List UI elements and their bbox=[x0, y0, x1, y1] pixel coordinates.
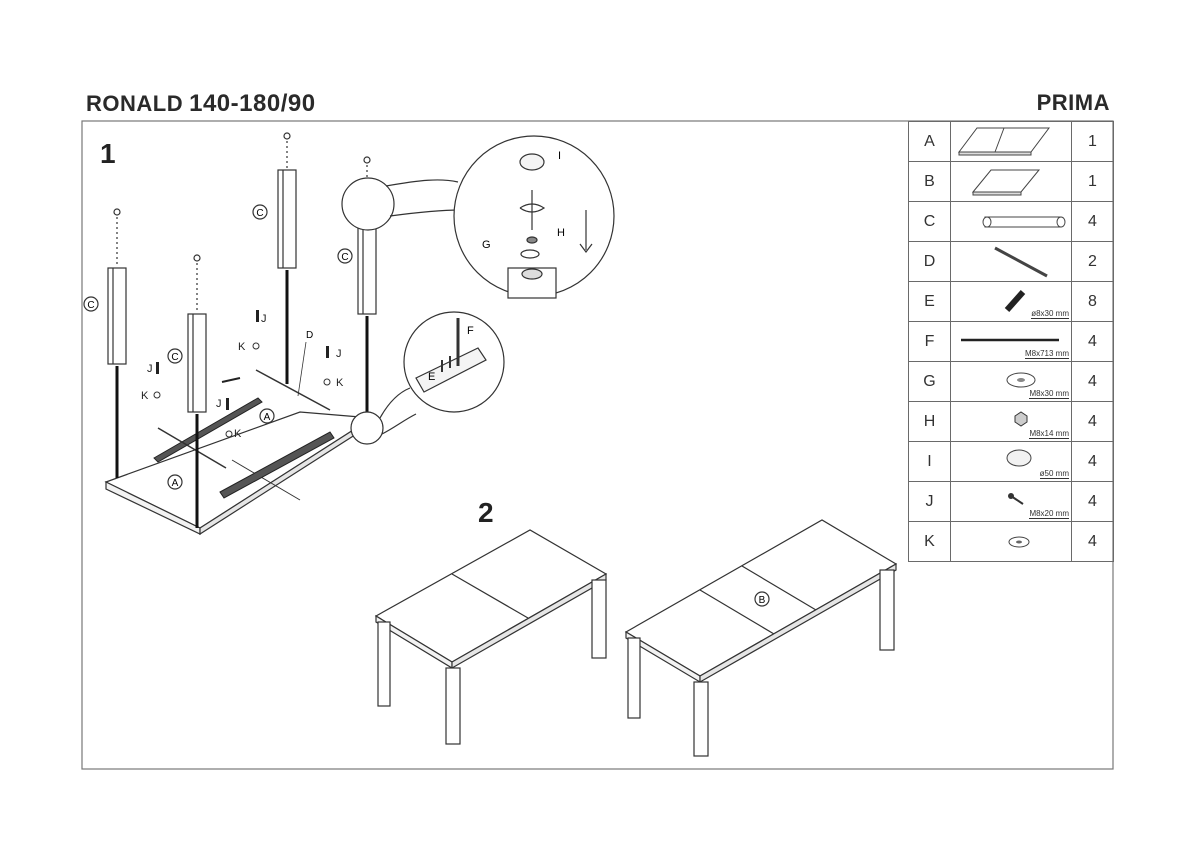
part-quantity: 4 bbox=[1071, 481, 1114, 522]
detail-label-e: E bbox=[428, 371, 435, 383]
callout-j-4: J bbox=[216, 398, 222, 410]
part-quantity: 4 bbox=[1071, 441, 1114, 482]
callout-b: B bbox=[759, 595, 766, 606]
fasteners-j-k: J J J J K K K K bbox=[141, 310, 344, 440]
detail-leg-base bbox=[350, 311, 505, 445]
part-quantity: 4 bbox=[1071, 361, 1114, 402]
leg-group bbox=[107, 132, 377, 528]
callout-k-1: K bbox=[141, 390, 149, 402]
model-dimensions: 140-180/90 bbox=[189, 90, 316, 117]
part-letter: A bbox=[908, 121, 951, 162]
part-quantity: 1 bbox=[1071, 121, 1114, 162]
part-picture: M8x713 mm bbox=[950, 321, 1072, 362]
model-name: RONALD bbox=[86, 91, 184, 116]
part-quantity: 8 bbox=[1071, 281, 1114, 322]
callout-c-3: C bbox=[256, 208, 263, 219]
part-letter: F bbox=[908, 321, 951, 362]
callout-c-2: C bbox=[171, 352, 178, 363]
part-spec: ø50 mm bbox=[1039, 469, 1069, 479]
callout-c-1: C bbox=[87, 300, 94, 311]
part-quantity: 2 bbox=[1071, 241, 1114, 282]
tabletop-callouts: A A bbox=[167, 408, 275, 490]
callout-a-2: A bbox=[264, 412, 271, 423]
part-spec: ø8x30 mm bbox=[1031, 309, 1069, 319]
callout-j-1: J bbox=[147, 363, 153, 375]
callout-a-1: A bbox=[172, 478, 179, 489]
part-picture bbox=[950, 121, 1072, 162]
part-spec: M8x713 mm bbox=[1024, 349, 1069, 359]
part-spec: M8x30 mm bbox=[1029, 389, 1069, 399]
part-quantity: 4 bbox=[1071, 321, 1114, 362]
slide-rails bbox=[153, 369, 335, 499]
part-letter: H bbox=[908, 401, 951, 442]
detail-leg-top bbox=[341, 135, 615, 299]
part-quantity: 4 bbox=[1071, 401, 1114, 442]
part-letter: D bbox=[908, 241, 951, 282]
part-letter: B bbox=[908, 161, 951, 202]
step-1-number: 1 bbox=[100, 138, 116, 169]
part-letter: K bbox=[908, 521, 951, 562]
tabletop-underside bbox=[104, 411, 374, 536]
part-quantity: 4 bbox=[1071, 521, 1114, 562]
table-closed bbox=[374, 529, 608, 745]
part-picture bbox=[950, 161, 1072, 202]
part-spec: M8x20 mm bbox=[1029, 509, 1069, 519]
leg-callouts: C C C C bbox=[83, 204, 353, 364]
callout-c-4: C bbox=[341, 252, 348, 263]
part-picture: M8x30 mm bbox=[950, 361, 1072, 402]
callout-k-2: K bbox=[238, 341, 246, 353]
part-letter: I bbox=[908, 441, 951, 482]
part-picture bbox=[950, 241, 1072, 282]
callout-d: D bbox=[306, 330, 313, 341]
brand-name: PRIMA bbox=[1036, 90, 1110, 115]
part-letter: G bbox=[908, 361, 951, 402]
callout-j-3: J bbox=[336, 348, 342, 360]
part-spec: M8x14 mm bbox=[1029, 429, 1069, 439]
detail-label-i: I bbox=[558, 150, 561, 162]
table-extended bbox=[624, 519, 898, 757]
part-picture: M8x20 mm bbox=[950, 481, 1072, 522]
part-quantity: 4 bbox=[1071, 201, 1114, 242]
part-quantity: 1 bbox=[1071, 161, 1114, 202]
part-picture: ø8x30 mm bbox=[950, 281, 1072, 322]
detail-label-g: G bbox=[482, 239, 491, 251]
part-letter: E bbox=[908, 281, 951, 322]
part-picture bbox=[950, 201, 1072, 242]
callout-k-4: K bbox=[234, 428, 242, 440]
part-letter: J bbox=[908, 481, 951, 522]
part-picture bbox=[950, 521, 1072, 562]
callout-k-3: K bbox=[336, 377, 344, 389]
callout-j-2: J bbox=[261, 313, 267, 325]
detail-label-h: H bbox=[557, 227, 565, 239]
step-2-number: 2 bbox=[478, 497, 494, 528]
part-letter: C bbox=[908, 201, 951, 242]
detail-label-f: F bbox=[467, 325, 474, 337]
part-picture: M8x14 mm bbox=[950, 401, 1072, 442]
part-picture: ø50 mm bbox=[950, 441, 1072, 482]
